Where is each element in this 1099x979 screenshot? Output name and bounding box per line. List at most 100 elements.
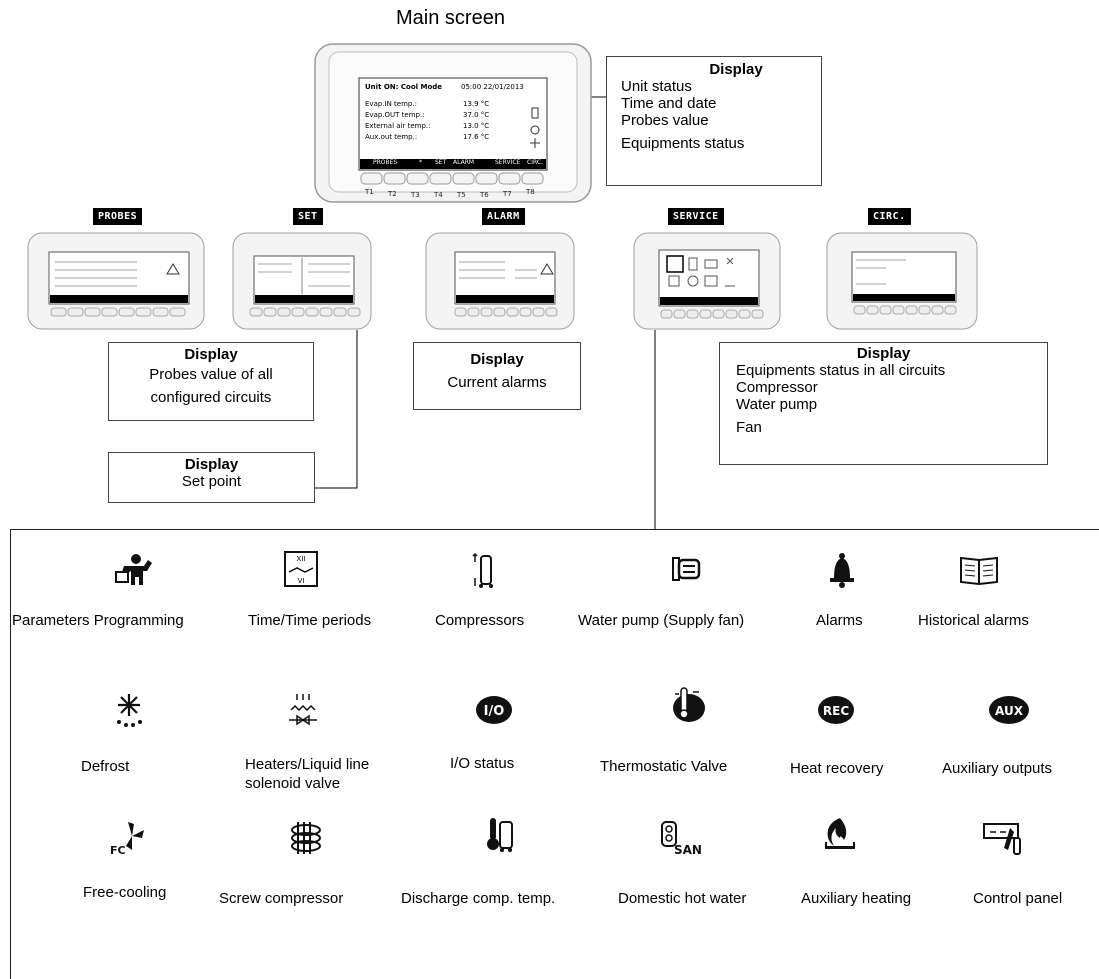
service-label-defrost[interactable]: Defrost <box>81 758 130 775</box>
main-info-unit-status: Unit status <box>621 78 692 95</box>
service-label-aux-heating[interactable]: Auxiliary heating <box>801 890 912 907</box>
alarm-bell-icon[interactable] <box>818 550 866 590</box>
svg-text:I/O: I/O <box>484 704 505 719</box>
tag-service[interactable]: SERVICE <box>668 208 724 225</box>
circ-info-line4: Fan <box>736 419 762 436</box>
set-screen <box>232 232 372 330</box>
svg-text:REC: REC <box>823 704 849 718</box>
service-label-time[interactable]: Time/Time periods <box>248 612 372 629</box>
open-book-icon[interactable] <box>955 550 1003 590</box>
service-label-control-panel[interactable]: Control panel <box>973 890 1063 907</box>
key-t1[interactable]: T1 <box>365 188 374 196</box>
alarm-info-line1: Current alarms <box>447 374 547 391</box>
defrost-icon[interactable] <box>105 690 153 730</box>
main-controller-display: Unit ON: Cool Mode 05:00 22/01/2013 Evap… <box>313 42 593 204</box>
circ-info-line2: Compressor <box>736 379 818 396</box>
thermostatic-valve-icon[interactable] <box>663 684 711 724</box>
tag-circ[interactable]: CIRC. <box>868 208 911 225</box>
service-label-heat-recovery[interactable]: Heat recovery <box>790 760 884 777</box>
service-label-historical[interactable]: Historical alarms <box>918 612 1029 629</box>
softkey-circ: CIRC. <box>527 159 543 166</box>
technician-icon[interactable] <box>110 550 158 590</box>
service-screen <box>633 232 781 330</box>
lcd-status-line: Unit ON: Cool Mode <box>365 83 443 91</box>
key-t7[interactable]: T7 <box>503 190 512 198</box>
service-label-screw[interactable]: Screw compressor <box>219 890 344 907</box>
circ-info-title: Display <box>856 345 911 362</box>
water-pump-icon[interactable] <box>661 550 709 590</box>
service-label-water-pump[interactable]: Water pump (Supply fan) <box>578 612 745 629</box>
set-info-line1: Set point <box>181 473 242 490</box>
softkey-service: SERVICE <box>495 159 521 166</box>
key-t2[interactable]: T2 <box>388 190 397 198</box>
main-screen-title: Main screen <box>396 7 505 29</box>
service-label-heaters[interactable]: Heaters/Liquid line solenoid valve <box>245 756 370 792</box>
main-display-info-box: Display Unit status Time and date Probes… <box>606 56 822 186</box>
main-info-time-date: Time and date <box>621 95 717 112</box>
softkey-alarm: ALARM <box>453 159 475 166</box>
flame-icon[interactable] <box>816 814 864 854</box>
san-icon[interactable]: SAN <box>658 818 706 858</box>
key-t6[interactable]: T6 <box>480 191 489 199</box>
heater-valve-icon[interactable] <box>279 690 327 730</box>
service-label-aux-outputs[interactable]: Auxiliary outputs <box>942 760 1053 777</box>
service-label-discharge[interactable]: Discharge comp. temp. <box>401 890 556 907</box>
service-label-alarms[interactable]: Alarms <box>816 612 863 629</box>
lcd-evap-in-value: 13.9 °C <box>463 100 490 108</box>
lcd-time-date: 05:00 22/01/2013 <box>461 83 524 91</box>
compressor-icon[interactable] <box>459 550 507 590</box>
circ-info-box: Display Equipments status in all circuit… <box>719 342 1048 465</box>
lcd-evap-out-label: Evap.OUT temp.: <box>365 111 425 119</box>
control-panel-icon[interactable] <box>980 818 1028 858</box>
service-menu-frame <box>10 529 1099 979</box>
discharge-temp-icon[interactable] <box>476 814 524 854</box>
probes-info-line1: Probes value of all <box>149 366 273 383</box>
circ-screen <box>826 232 978 330</box>
probes-info-title: Display <box>184 346 238 363</box>
svg-text:XII: XII <box>297 555 306 563</box>
circ-info-line3: Water pump <box>736 396 818 413</box>
softkey-set: SET <box>435 159 447 166</box>
probes-info-line2: configured circuits <box>150 389 272 406</box>
main-info-probes: Probes value <box>621 112 709 129</box>
service-label-free-cooling[interactable]: Free-cooling <box>83 884 167 901</box>
lcd-ext-air-label: External air temp.: <box>365 122 431 130</box>
io-icon[interactable]: I/O <box>470 690 518 730</box>
lcd-evap-out-value: 37.0 °C <box>463 111 490 119</box>
clock-calendar-icon[interactable]: XII VI <box>277 550 325 590</box>
service-label-compressors[interactable]: Compressors <box>435 612 525 629</box>
key-t8[interactable]: T8 <box>526 188 535 196</box>
service-label-parameters[interactable]: Parameters Programming <box>12 612 184 629</box>
key-t5[interactable]: T5 <box>457 191 466 199</box>
lcd-aux-out-value: 17.6 °C <box>463 133 490 141</box>
tag-set[interactable]: SET <box>293 208 323 225</box>
alarm-info-box: Display Current alarms <box>413 342 581 410</box>
tag-alarm[interactable]: ALARM <box>482 208 525 225</box>
softkey-snowflake: * <box>419 159 422 166</box>
svg-text:FC: FC <box>110 844 126 857</box>
service-label-io[interactable]: I/O status <box>450 755 515 772</box>
svg-text:AUX: AUX <box>995 704 1024 718</box>
lcd-ext-air-value: 13.0 °C <box>463 122 490 130</box>
screw-compressor-icon[interactable] <box>282 818 330 858</box>
main-info-title: Display <box>709 61 763 78</box>
key-t4[interactable]: T4 <box>434 191 443 199</box>
aux-icon[interactable]: AUX <box>985 690 1033 730</box>
softkey-probes: PROBES <box>373 159 398 166</box>
alarm-info-title: Display <box>470 351 524 368</box>
lcd-aux-out-label: Aux.out temp.: <box>365 133 418 141</box>
set-info-title: Display <box>184 456 239 473</box>
probes-screen <box>27 232 205 330</box>
service-label-thermostatic[interactable]: Thermostatic Valve <box>600 758 728 775</box>
main-info-equipments: Equipments status <box>621 135 745 152</box>
probes-info-box: Display Probes value of all configured c… <box>108 342 314 421</box>
free-cooling-fan-icon[interactable]: FC <box>104 818 152 858</box>
circ-info-line1: Equipments status in all circuits <box>736 362 946 379</box>
alarm-screen <box>425 232 575 330</box>
rec-icon[interactable]: REC <box>812 690 860 730</box>
tag-probes[interactable]: PROBES <box>93 208 143 225</box>
key-t3[interactable]: T3 <box>411 191 420 199</box>
svg-text:SAN: SAN <box>674 843 702 857</box>
service-label-dhw[interactable]: Domestic hot water <box>618 890 747 907</box>
